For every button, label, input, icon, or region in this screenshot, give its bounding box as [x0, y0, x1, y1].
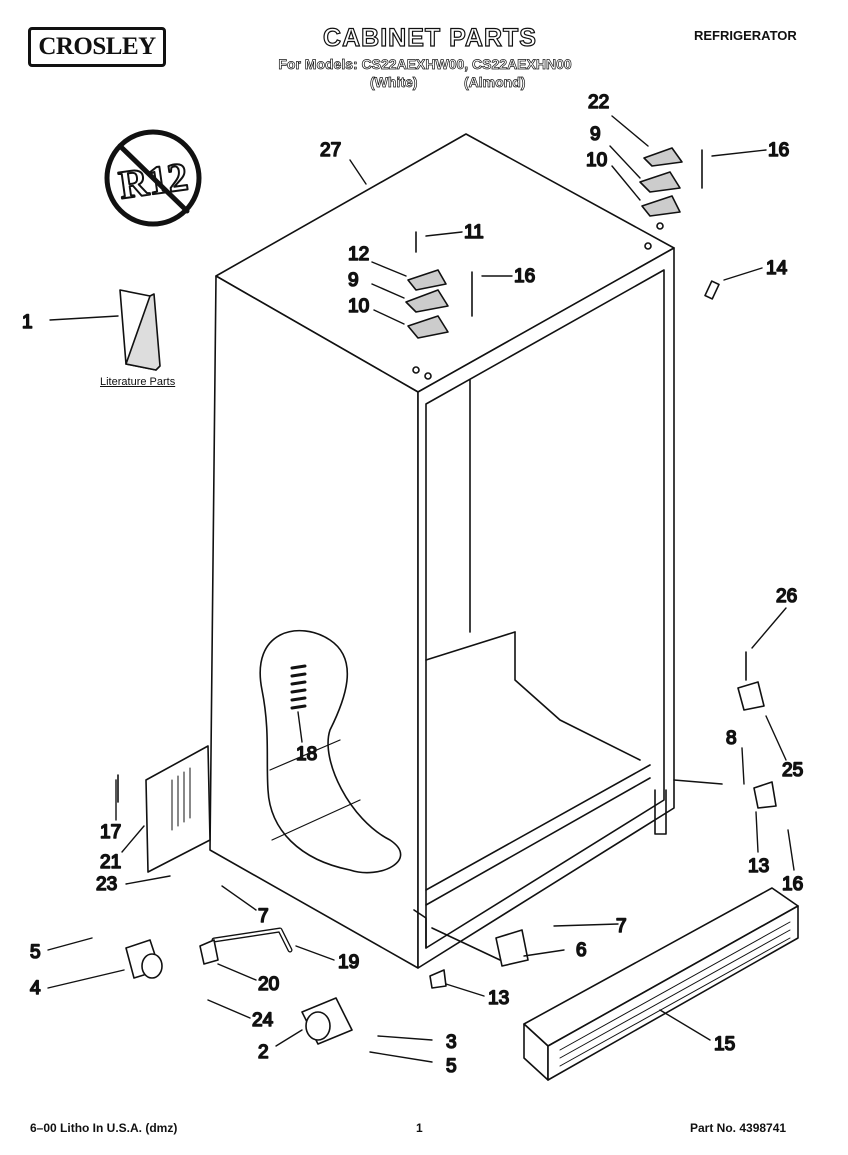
- callout-23: 23: [96, 874, 117, 895]
- hinge-assembly-right: [639, 147, 720, 300]
- roller-left: [125, 939, 163, 979]
- callout-19: 19: [338, 952, 359, 973]
- callout-25: 25: [782, 760, 803, 781]
- callout-8: 8: [726, 728, 737, 749]
- callout-21: 21: [100, 852, 121, 873]
- callout-15: 15: [714, 1034, 735, 1055]
- variant-almond: (Almond): [464, 74, 526, 91]
- footer-page-number: 1: [416, 1121, 423, 1135]
- front-grille: [523, 887, 799, 1081]
- callout-5: 5: [30, 942, 41, 963]
- leveling-bracket-right: [495, 929, 529, 967]
- brand-logo-text: CROSLEY: [38, 33, 156, 60]
- callout-7: 7: [616, 916, 627, 937]
- callout-leaders: [47, 115, 795, 1063]
- models-line: For Models: CS22AEXHW00, CS22AEXHN00: [278, 56, 572, 73]
- callout-12: 12: [348, 244, 369, 265]
- footer-part-number: Part No. 4398741: [690, 1121, 787, 1135]
- roller-center: [301, 997, 353, 1045]
- callout-22: 22: [588, 92, 609, 113]
- callout-16: 16: [768, 140, 789, 161]
- callout-18: 18: [296, 744, 317, 765]
- callout-16: 16: [514, 266, 535, 287]
- bracket-right-upper: [737, 651, 777, 809]
- drain-tube: [199, 927, 293, 965]
- brand-logo: CROSLEY: [28, 27, 166, 67]
- no-r12-badge: R12: [104, 129, 202, 227]
- callout-10: 10: [586, 150, 607, 171]
- callout-17: 17: [100, 822, 121, 843]
- callout-1: 1: [22, 312, 33, 333]
- callout-4: 4: [30, 978, 41, 999]
- callout-13: 13: [488, 988, 509, 1009]
- clip-center-bottom: [429, 969, 447, 989]
- page-title: CABINET PARTS: [322, 23, 537, 52]
- product-category: REFRIGERATOR: [694, 28, 797, 43]
- callout-3: 3: [446, 1032, 457, 1053]
- callout-14: 14: [766, 258, 788, 279]
- callout-labels: 1 2 3 4 5 5 6 7 7 8 9 9 10 10 11 12 13 1…: [21, 91, 804, 1078]
- side-panel-left: [117, 745, 211, 873]
- callout-27: 27: [320, 140, 341, 161]
- callout-7: 7: [258, 906, 269, 927]
- cabinet-body-illustration: [209, 133, 723, 969]
- hinge-assembly-center: [405, 231, 473, 380]
- variant-white: (White): [370, 74, 418, 91]
- callout-24: 24: [252, 1010, 274, 1031]
- callout-6: 6: [576, 940, 587, 961]
- callout-5: 5: [446, 1056, 457, 1077]
- callout-13: 13: [748, 856, 769, 877]
- callout-2: 2: [258, 1042, 269, 1063]
- callout-10: 10: [348, 296, 369, 317]
- callout-9: 9: [348, 270, 359, 291]
- callout-9: 9: [590, 124, 601, 145]
- literature-booklet-illustration: [119, 289, 161, 371]
- callout-11: 11: [464, 222, 484, 243]
- callout-20: 20: [258, 974, 279, 995]
- callout-26: 26: [776, 586, 797, 607]
- callout-16: 16: [782, 874, 803, 895]
- footer-litho: 6–00 Litho In U.S.A. (dmz): [30, 1121, 178, 1135]
- literature-parts-label: Literature Parts: [100, 376, 176, 388]
